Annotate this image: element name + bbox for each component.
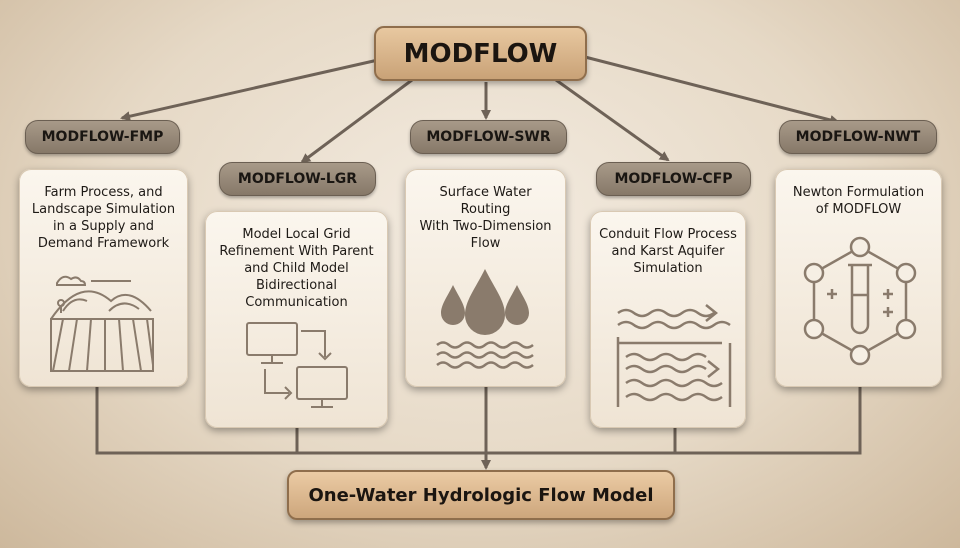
root-label: MODFLOW (403, 38, 558, 69)
bus-line (95, 385, 862, 455)
arrow-to-fmp (120, 58, 379, 122)
card-description: Farm Process, and Landscape Simulation i… (31, 185, 176, 251)
pill-label: MODFLOW-LGR (237, 171, 358, 187)
test-tube-network-icon (803, 236, 917, 366)
card-modflow-fmp: Farm Process, and Landscape Simulation i… (19, 169, 188, 387)
card-modflow-cfp: Conduit Flow Process and Karst Aquifer S… (590, 211, 746, 428)
output-node: One-Water Hydrologic Flow Model (287, 470, 675, 520)
card-modflow-lgr: Model Local Grid Refinement With Parent … (205, 211, 388, 428)
root-node: MODFLOW (374, 26, 587, 81)
pill-label: MODFLOW-FMP (41, 129, 164, 145)
card-description: Model Local Grid Refinement With Parent … (219, 227, 374, 310)
water-drops-icon (436, 269, 534, 369)
card-description: Surface Water Routing With Two-Dimension… (419, 185, 552, 251)
arrow-to-cfp (555, 78, 670, 162)
arrow-to-nwt (584, 55, 840, 125)
pill-label: MODFLOW-NWT (795, 129, 921, 145)
pill-modflow-nwt: MODFLOW-NWT (779, 120, 937, 154)
output-label: One-Water Hydrologic Flow Model (308, 484, 654, 506)
conduit-flow-icon (616, 304, 732, 407)
pill-modflow-lgr: MODFLOW-LGR (219, 162, 376, 196)
card-description: Conduit Flow Process and Karst Aquifer S… (599, 227, 737, 276)
arrow-to-lgr (300, 78, 413, 164)
card-description: Newton Formulation of MODFLOW (792, 185, 925, 217)
pill-modflow-cfp: MODFLOW-CFP (596, 162, 751, 196)
pill-modflow-fmp: MODFLOW-FMP (25, 120, 180, 154)
pill-label: MODFLOW-CFP (614, 171, 733, 187)
card-modflow-swr: Surface Water Routing With Two-Dimension… (405, 169, 566, 387)
pill-modflow-swr: MODFLOW-SWR (410, 120, 567, 154)
farm-field-icon (50, 275, 154, 372)
computers-exchange-icon (246, 322, 348, 408)
pill-label: MODFLOW-SWR (426, 129, 551, 145)
card-modflow-nwt: Newton Formulation of MODFLOW (775, 169, 942, 387)
